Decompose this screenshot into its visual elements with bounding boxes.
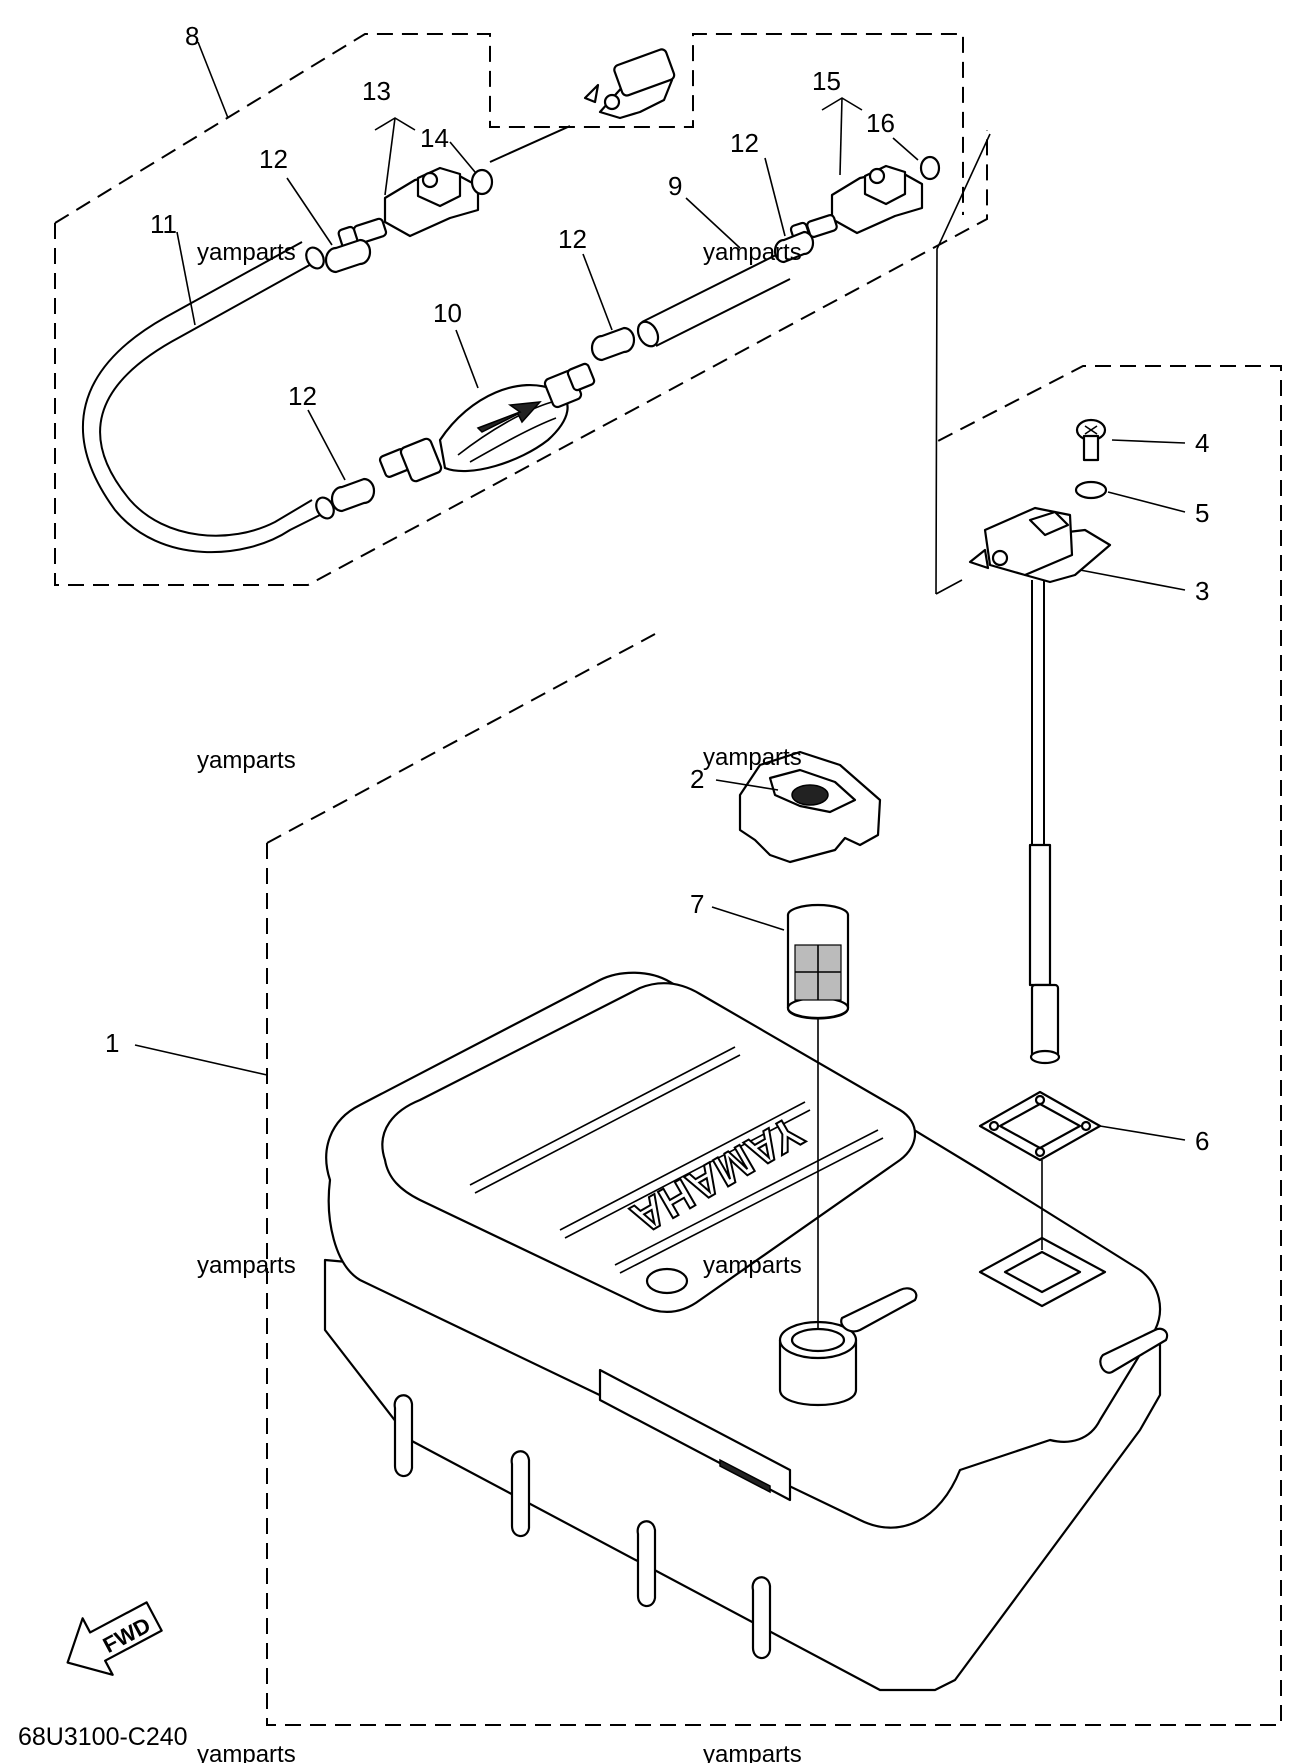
part-4-screw xyxy=(1075,418,1107,462)
part-16-o-ring xyxy=(919,155,941,181)
watermark: yamparts xyxy=(703,744,802,771)
part-2-filler-cap xyxy=(738,750,882,864)
part-14-o-ring xyxy=(470,168,494,196)
callout-4: 4 xyxy=(1195,428,1209,458)
callout-2: 2 xyxy=(690,764,704,794)
callout-15: 15 xyxy=(812,66,841,96)
part-10-primer-bulb xyxy=(378,362,596,483)
watermark: yamparts xyxy=(197,747,296,774)
callout-9: 9 xyxy=(668,171,682,201)
watermark: yamparts xyxy=(703,1252,802,1279)
callout-16: 16 xyxy=(866,108,895,138)
drawing-code: 68U3100-C240 xyxy=(18,1723,188,1751)
watermarks: yamparts yamparts yamparts yamparts yamp… xyxy=(197,239,802,1763)
callout-11: 11 xyxy=(150,209,177,239)
watermark: yamparts xyxy=(703,239,802,266)
callout-12-d: 12 xyxy=(730,128,759,158)
watermark: yamparts xyxy=(197,1252,296,1279)
fwd-arrow-icon: FWD xyxy=(66,1601,163,1676)
callout-1: 1 xyxy=(105,1028,119,1058)
part-13-connector xyxy=(337,166,480,249)
callout-13: 13 xyxy=(362,76,391,106)
callout-12-b: 12 xyxy=(558,224,587,254)
part-1-fuel-tank: YAMAHA xyxy=(323,971,1169,1692)
callout-10: 10 xyxy=(433,298,462,328)
leader-lines xyxy=(134,41,1186,1141)
part-12-hose-clips xyxy=(324,230,815,513)
part-7-strainer xyxy=(786,903,850,1020)
hose-connector-tank-side xyxy=(489,48,676,163)
part-11-fuel-hose xyxy=(82,241,335,554)
watermark: yamparts xyxy=(197,239,296,266)
watermark: yamparts xyxy=(703,1741,802,1763)
part-5-washer xyxy=(1074,480,1108,500)
callout-5: 5 xyxy=(1195,498,1209,528)
callout-6: 6 xyxy=(1195,1126,1209,1156)
callout-12-a: 12 xyxy=(259,144,288,174)
part-6-gasket xyxy=(978,1090,1102,1162)
part-9-fuel-hose xyxy=(636,254,791,348)
hose-assembly-group-outline xyxy=(54,33,988,586)
tank-assembly-group-outline xyxy=(266,133,1282,1726)
callout-7: 7 xyxy=(690,889,704,919)
part-15-connector xyxy=(789,164,924,243)
callout-12-c: 12 xyxy=(288,381,317,411)
part-3-fuel-gauge xyxy=(968,506,1112,1065)
callout-8: 8 xyxy=(185,21,199,51)
callout-14: 14 xyxy=(420,123,449,153)
callout-labels: 8 13 14 12 11 10 12 12 9 12 15 16 4 5 3 … xyxy=(105,21,1209,1156)
watermark: yamparts xyxy=(197,1741,296,1763)
callout-3: 3 xyxy=(1195,576,1209,606)
